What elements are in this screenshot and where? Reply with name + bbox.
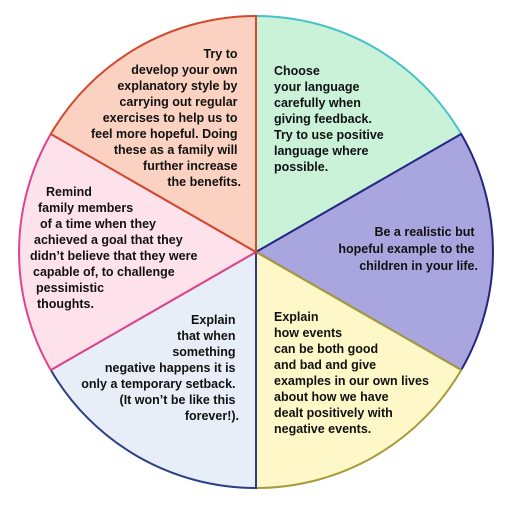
segment-explanatory-style-shape <box>49 14 257 254</box>
segment-remind-family-shape <box>18 132 259 372</box>
segment-temporary-setback-shape <box>49 250 257 490</box>
segment-choose-language-text: Choose your language carefully when givi… <box>274 64 387 174</box>
segment-temporary-setback-text: Explain that when something negative hap… <box>81 313 239 423</box>
segment-choose-language: Choose your language carefully when givi… <box>255 14 463 254</box>
segment-realistic-example-shape <box>253 132 494 372</box>
segment-explanatory-style: Try to develop your own explanatory styl… <box>49 14 257 254</box>
segment-explain-events-text: Explain how events can be both good and … <box>274 310 432 436</box>
segment-realistic-example-text: Be a realistic but hopeful example to th… <box>338 225 478 273</box>
segment-explain-events-shape <box>255 250 463 490</box>
segment-realistic-example: Be a realistic but hopeful example to th… <box>253 132 494 372</box>
segment-remind-family-text: Remind family members of a time when the… <box>30 185 201 311</box>
segment-explanatory-style-text: Try to develop your own explanatory styl… <box>91 47 241 189</box>
segment-temporary-setback: Explain that when something negative hap… <box>49 250 257 490</box>
segment-choose-language-shape <box>255 14 463 254</box>
segment-remind-family: Remind family members of a time when the… <box>18 132 259 372</box>
segment-explain-events: Explain how events can be both good and … <box>255 250 463 490</box>
